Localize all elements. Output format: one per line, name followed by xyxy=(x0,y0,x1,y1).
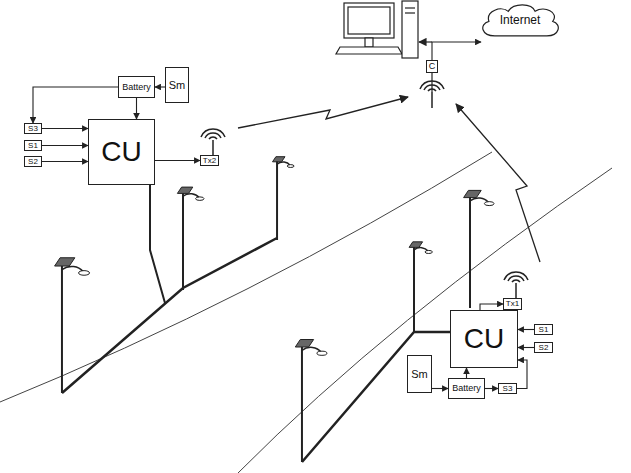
component-label: Internet xyxy=(500,14,541,26)
component-label: S3 xyxy=(28,125,38,133)
component-box: CU xyxy=(450,310,518,368)
street-light xyxy=(273,157,295,240)
component-box: S2 xyxy=(534,342,553,353)
component-label: Sm xyxy=(169,80,186,91)
component-label: S1 xyxy=(28,142,38,150)
component-label: CU xyxy=(101,138,141,166)
component-box: Sm xyxy=(165,67,189,103)
network-line xyxy=(419,41,432,42)
component-box: S2 xyxy=(24,156,42,167)
component-label: Sm xyxy=(411,369,428,380)
component-label: Tx1 xyxy=(506,300,519,308)
signal-connector xyxy=(517,360,527,389)
component-box: Tx1 xyxy=(503,298,522,310)
component-label: S3 xyxy=(503,385,513,393)
component-label: S1 xyxy=(539,326,549,334)
wireless-link xyxy=(456,104,540,262)
signal-connector xyxy=(466,368,467,378)
component-box: S3 xyxy=(24,123,42,134)
cable xyxy=(150,185,165,303)
signal-connector xyxy=(155,86,165,87)
antenna-symbol xyxy=(201,129,225,156)
signal-connector xyxy=(33,87,118,123)
signal-connector xyxy=(136,98,137,119)
street-light xyxy=(409,242,432,332)
street-light xyxy=(295,340,327,463)
component-label: Battery xyxy=(452,384,481,393)
component-box: S3 xyxy=(498,383,517,394)
component-label: S2 xyxy=(28,158,38,166)
component-box: Battery xyxy=(118,76,155,98)
signal-connector xyxy=(42,161,88,162)
signal-connector xyxy=(432,388,448,389)
signal-connector xyxy=(42,128,88,129)
road-edge xyxy=(238,168,612,473)
cable xyxy=(62,238,277,393)
signal-connector xyxy=(42,145,88,146)
road-edge xyxy=(0,152,492,402)
component-box: C xyxy=(426,60,438,73)
street-light xyxy=(464,190,494,308)
cloud-outline xyxy=(483,5,559,36)
signal-connector xyxy=(518,347,534,348)
component-box: S1 xyxy=(534,324,553,335)
component-label: CU xyxy=(464,325,504,353)
component-label: C xyxy=(429,62,436,71)
signal-connector xyxy=(155,160,200,161)
signal-connector xyxy=(518,329,534,330)
component-box: Sm xyxy=(407,355,432,393)
component-box: CU xyxy=(88,119,155,185)
street-light xyxy=(55,258,90,393)
component-label: Tx2 xyxy=(203,157,216,165)
cloud-node: Internet xyxy=(478,2,562,38)
antenna-symbol xyxy=(504,272,528,299)
wireless-link xyxy=(238,97,408,128)
component-label: Battery xyxy=(122,83,151,92)
component-box: Tx2 xyxy=(200,155,219,166)
signal-connector xyxy=(485,388,498,389)
component-box: Battery xyxy=(448,378,485,399)
component-label: S2 xyxy=(539,344,549,352)
signal-connector xyxy=(432,42,481,60)
street-light xyxy=(177,187,204,290)
component-box: S1 xyxy=(24,140,42,151)
antenna-symbol xyxy=(420,81,444,108)
computer-icon xyxy=(336,1,418,58)
